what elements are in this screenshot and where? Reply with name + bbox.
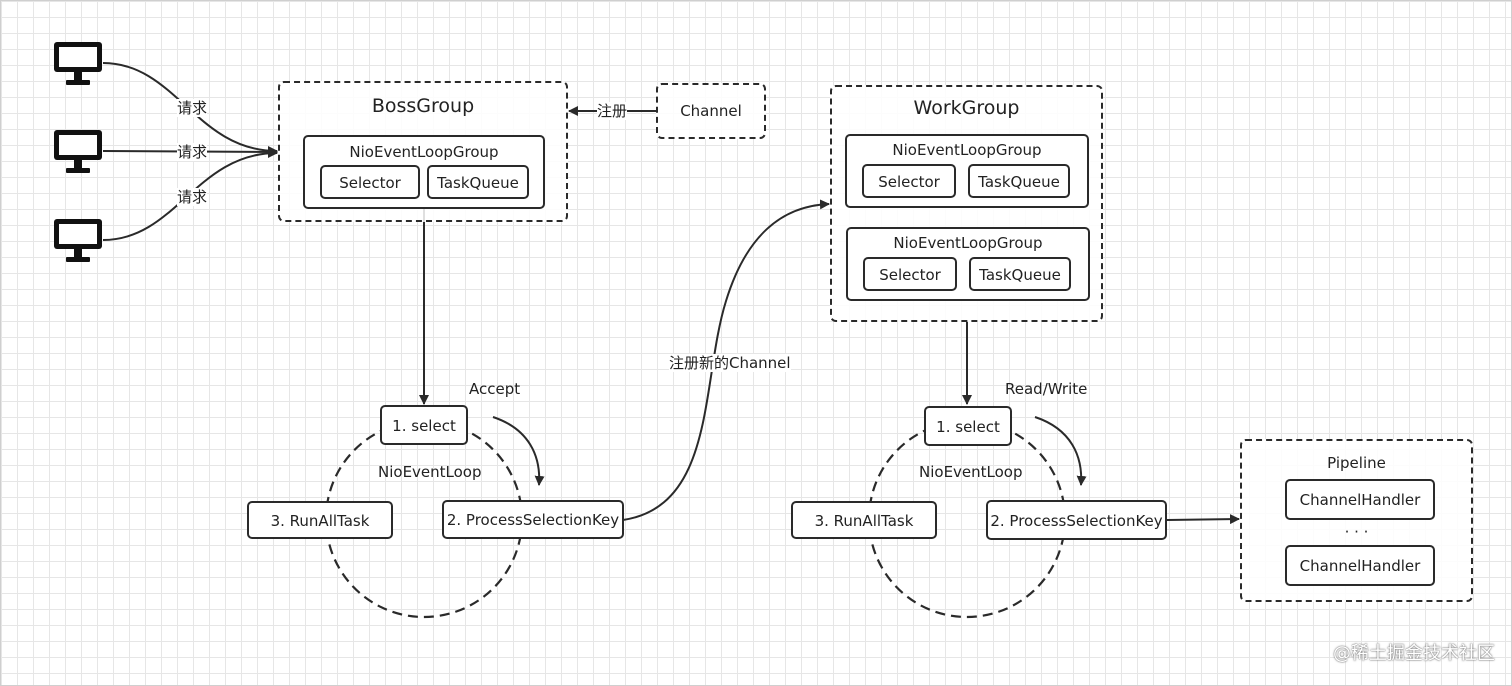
task-queue-label: TaskQueue (978, 173, 1060, 191)
loop-group-title: NioEventLoopGroup (892, 141, 1042, 159)
selector-label: Selector (878, 173, 940, 191)
work-loop-group-box-2: NioEventLoopGroup Selector TaskQueue (846, 227, 1090, 301)
task-queue-box: TaskQueue (427, 165, 529, 199)
selector-label: Selector (879, 266, 941, 284)
boss-run-all-task-step-box: 3. RunAllTask (247, 501, 393, 539)
worker-run-all-task-step-box: 3. RunAllTask (791, 501, 937, 539)
register-label: 注册 (597, 102, 628, 120)
work-loop-group-box-1: NioEventLoopGroup Selector TaskQueue (845, 134, 1089, 208)
client-monitor-icon (53, 129, 103, 179)
pipeline-title: Pipeline (1327, 454, 1386, 472)
process-key-step-label: 2. ProcessSelectionKey (446, 511, 620, 529)
work-group-box: WorkGroup NioEventLoopGroup Selector Tas… (830, 85, 1103, 322)
nio-event-loop-label: NioEventLoop (919, 463, 1023, 481)
task-queue-label: TaskQueue (979, 266, 1061, 284)
selector-box: Selector (863, 257, 957, 291)
read-write-label: Read/Write (1005, 380, 1088, 398)
channel-handler-box: ChannelHandler (1285, 479, 1435, 520)
request-label: 请求 (177, 99, 208, 117)
channel-handler-box: ChannelHandler (1285, 545, 1435, 586)
request-label: 请求 (177, 143, 208, 161)
loop-group-title: NioEventLoopGroup (893, 234, 1043, 252)
boss-select-step-box: 1. select (380, 405, 468, 445)
process-key-step-label: 2. ProcessSelectionKey (990, 512, 1163, 530)
select-step-label: 1. select (936, 418, 1000, 436)
channel-handler-label: ChannelHandler (1299, 557, 1421, 575)
accept-label: Accept (469, 380, 521, 398)
task-queue-box: TaskQueue (969, 257, 1071, 291)
nio-event-loop-label: NioEventLoop (378, 463, 482, 481)
boss-loop-group-box: NioEventLoopGroup Selector TaskQueue (303, 135, 545, 209)
selector-box: Selector (862, 164, 956, 198)
run-all-task-step-label: 3. RunAllTask (814, 512, 914, 530)
task-queue-label: TaskQueue (437, 174, 519, 192)
accept-arrow (492, 416, 545, 486)
boss-group-title: BossGroup (371, 95, 475, 117)
channel-title: Channel (680, 102, 742, 120)
watermark: @稀土掘金技术社区 (1333, 643, 1495, 664)
pipeline-box: Pipeline ChannelHandler · · · ChannelHan… (1240, 439, 1473, 602)
register-new-channel-connector (622, 199, 830, 521)
task-queue-box: TaskQueue (968, 164, 1070, 198)
read-write-arrow (1034, 416, 1087, 486)
ellipsis-label: · · · (1344, 523, 1369, 541)
loop-group-title: NioEventLoopGroup (349, 143, 499, 161)
run-all-task-step-label: 3. RunAllTask (270, 512, 370, 530)
select-step-label: 1. select (392, 417, 456, 435)
to-pipeline-connector (1166, 514, 1240, 525)
channel-handler-label: ChannelHandler (1299, 491, 1421, 509)
work-group-title: WorkGroup (913, 97, 1020, 119)
boss-group-box: BossGroup NioEventLoopGroup Selector Tas… (278, 81, 568, 222)
channel-box: Channel (656, 83, 766, 139)
selector-label: Selector (339, 174, 401, 192)
request-label: 请求 (177, 188, 208, 206)
worker-process-key-step-box: 2. ProcessSelectionKey (986, 500, 1167, 540)
client-monitor-icon (53, 41, 103, 91)
selector-box: Selector (320, 165, 420, 199)
boss-process-key-step-box: 2. ProcessSelectionKey (442, 500, 624, 539)
register-new-channel-label: 注册新的Channel (669, 354, 791, 372)
client-monitor-icon (53, 218, 103, 268)
worker-select-step-box: 1. select (924, 406, 1012, 446)
